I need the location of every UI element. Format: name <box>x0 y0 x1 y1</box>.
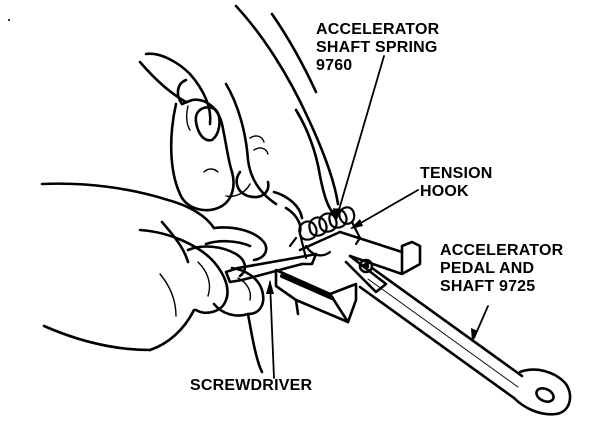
callout-line: TENSION <box>420 165 493 182</box>
arrowhead-screwdriver <box>266 280 274 294</box>
callout-line: SCREWDRIVER <box>190 377 313 394</box>
leader-lines <box>269 55 489 379</box>
callout-line: SHAFT SPRING <box>316 39 438 56</box>
callout-accelerator-shaft-spring: ACCELERATOR SHAFT SPRING 9760 <box>316 21 439 75</box>
bracket-base <box>274 268 358 324</box>
pedal-bracket <box>298 230 422 294</box>
left-hand <box>40 182 268 374</box>
leader-spring <box>335 55 385 221</box>
stray-mark <box>8 19 10 21</box>
callout-line: ACCELERATOR <box>440 242 564 259</box>
right-hand <box>138 4 340 234</box>
callout-line: SHAFT 9725 <box>440 278 536 295</box>
callout-screwdriver: SCREWDRIVER <box>190 377 312 395</box>
arrowhead-spring <box>333 208 341 222</box>
arrowhead-tension-hook <box>350 219 363 229</box>
leader-screwdriver <box>269 281 275 379</box>
leader-tension-hook <box>351 189 419 229</box>
leader-arrowheads <box>266 208 478 342</box>
arrowhead-pedal <box>471 328 478 342</box>
callout-line: ACCELERATOR <box>316 21 440 38</box>
callout-line: 9760 <box>316 57 353 74</box>
callout-line: HOOK <box>420 183 469 200</box>
shaft-eyelet <box>512 368 572 416</box>
callout-accelerator-pedal-and-shaft: ACCELERATOR PEDAL AND SHAFT 9725 <box>440 242 563 296</box>
callout-line: PEDAL AND <box>440 260 535 277</box>
callout-tension-hook: TENSION HOOK <box>420 165 493 201</box>
accelerator-shaft-arm <box>358 266 524 400</box>
